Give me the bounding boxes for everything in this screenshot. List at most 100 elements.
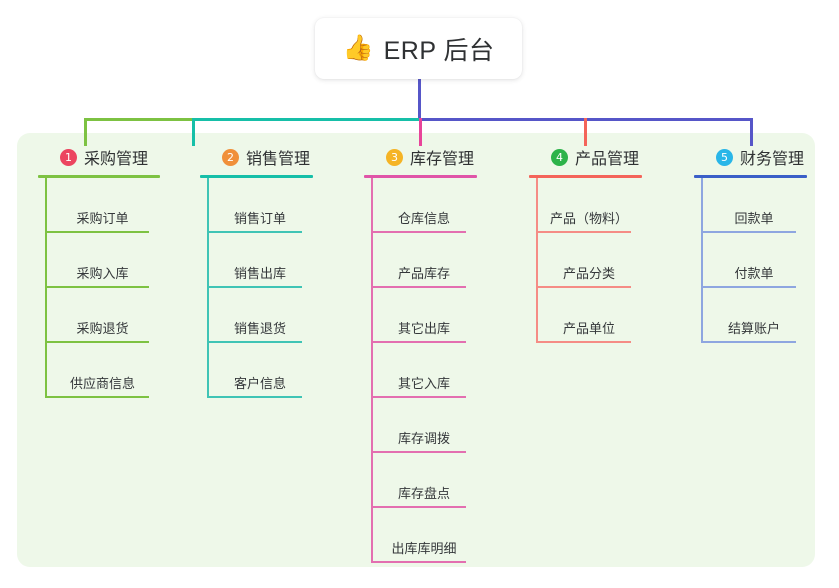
root-title: ERP 后台 [383,36,495,65]
drop-connector-3 [419,118,422,146]
drop-connector-5 [750,118,753,146]
leaf-item[interactable]: 其它出库 [371,288,477,343]
category-items-3: 仓库信息产品库存其它出库其它入库库存调拨库存盘点出库库明细 [371,178,477,563]
category-header-3[interactable]: 3 库存管理 [364,145,477,169]
leaf-item[interactable]: 仓库信息 [371,178,477,233]
category-items-4: 产品（物料） 产品分类产品单位 [536,178,642,343]
leaf-item-label: 供应商信息 [69,376,135,391]
leaf-item[interactable]: 产品单位 [536,288,642,343]
leaf-item-underline [45,231,149,233]
category-underline [364,175,477,178]
category-underline [694,175,807,178]
category-number-badge: 1 [60,148,77,166]
leaf-item[interactable]: 销售订单 [207,178,313,233]
category-label: 财务管理 [740,151,805,168]
category-label: 产品管理 [575,151,640,168]
leaf-item[interactable]: 结算账户 [701,288,807,343]
item-spine [371,178,373,563]
leaf-item[interactable]: 采购入库 [45,233,160,288]
drop-connector-2 [192,118,195,146]
leaf-item-underline [371,561,466,563]
leaf-item-label: 产品库存 [397,266,450,281]
leaf-item-label: 采购退货 [76,321,129,336]
leaf-item-label: 其它出库 [397,321,450,336]
category-items-1: 采购订单采购入库采购退货供应商信息 [45,178,160,398]
category-column-5: 5 财务管理回款单付款单结算账户 [694,145,807,343]
diagram-panel [17,133,815,567]
category-underline [200,175,313,178]
leaf-item-label: 销售退货 [233,321,286,336]
root-stem-connector [418,79,421,121]
item-spine [701,178,703,343]
leaf-item[interactable]: 客户信息 [207,343,313,398]
leaf-item-underline [45,396,149,398]
leaf-item-underline [371,396,466,398]
leaf-item-underline [701,286,796,288]
category-items-5: 回款单付款单结算账户 [701,178,807,343]
leaf-item[interactable]: 库存盘点 [371,453,477,508]
leaf-item-label: 销售出库 [233,266,286,281]
leaf-item[interactable]: 出库库明细 [371,508,477,563]
leaf-item-label: 产品（物料） [549,211,628,226]
leaf-item-underline [701,341,796,343]
leaf-item[interactable]: 产品库存 [371,233,477,288]
leaf-item-underline [371,451,466,453]
leaf-item-underline [207,286,302,288]
leaf-item[interactable]: 销售出库 [207,233,313,288]
category-number-badge: 5 [716,148,733,166]
leaf-item-label: 客户信息 [233,376,286,391]
category-number-badge: 3 [386,148,403,166]
leaf-item-underline [207,396,302,398]
leaf-item-underline [371,506,466,508]
item-spine [536,178,538,343]
bus-segment-1 [84,118,192,121]
leaf-item-underline [45,341,149,343]
category-underline [529,175,642,178]
root-node[interactable]: 👍 ERP 后台 [315,18,522,79]
leaf-item-label: 产品单位 [562,321,615,336]
leaf-item[interactable]: 产品分类 [536,233,642,288]
category-header-4[interactable]: 4 产品管理 [529,145,642,169]
leaf-item[interactable]: 库存调拨 [371,398,477,453]
leaf-item-label: 库存盘点 [397,486,450,501]
leaf-item-underline [371,286,466,288]
category-label: 库存管理 [410,151,475,168]
item-spine [45,178,47,398]
leaf-item[interactable]: 回款单 [701,178,807,233]
leaf-item-underline [371,341,466,343]
leaf-item-label: 采购入库 [76,266,129,281]
leaf-item-label: 库存调拨 [397,431,450,446]
drop-connector-1 [84,118,87,146]
thumbs-up-icon: 👍 [342,34,374,62]
leaf-item-underline [371,231,466,233]
leaf-item-underline [45,286,149,288]
leaf-item-label: 回款单 [734,211,774,226]
leaf-item-label: 采购订单 [76,211,129,226]
leaf-item[interactable]: 产品（物料） [536,178,642,233]
leaf-item[interactable]: 采购退货 [45,288,160,343]
item-spine [207,178,209,398]
leaf-item[interactable]: 供应商信息 [45,343,160,398]
leaf-item-label: 结算账户 [727,321,780,336]
leaf-item-label: 出库库明细 [391,541,457,556]
leaf-item[interactable]: 付款单 [701,233,807,288]
bus-segment-2 [192,118,419,121]
category-items-2: 销售订单销售出库销售退货客户信息 [207,178,313,398]
leaf-item[interactable]: 销售退货 [207,288,313,343]
leaf-item-underline [207,341,302,343]
leaf-item-label: 销售订单 [233,211,286,226]
leaf-item[interactable]: 采购订单 [45,178,160,233]
category-column-3: 3 库存管理仓库信息产品库存其它出库其它入库库存调拨库存盘点出库库明细 [364,145,477,563]
category-underline [38,175,160,178]
category-number-badge: 4 [551,148,568,166]
leaf-item-label: 付款单 [734,266,774,281]
leaf-item-label: 仓库信息 [397,211,450,226]
leaf-item-underline [536,286,631,288]
leaf-item[interactable]: 其它入库 [371,343,477,398]
category-header-5[interactable]: 5 财务管理 [694,145,807,169]
leaf-item-label: 产品分类 [562,266,615,281]
